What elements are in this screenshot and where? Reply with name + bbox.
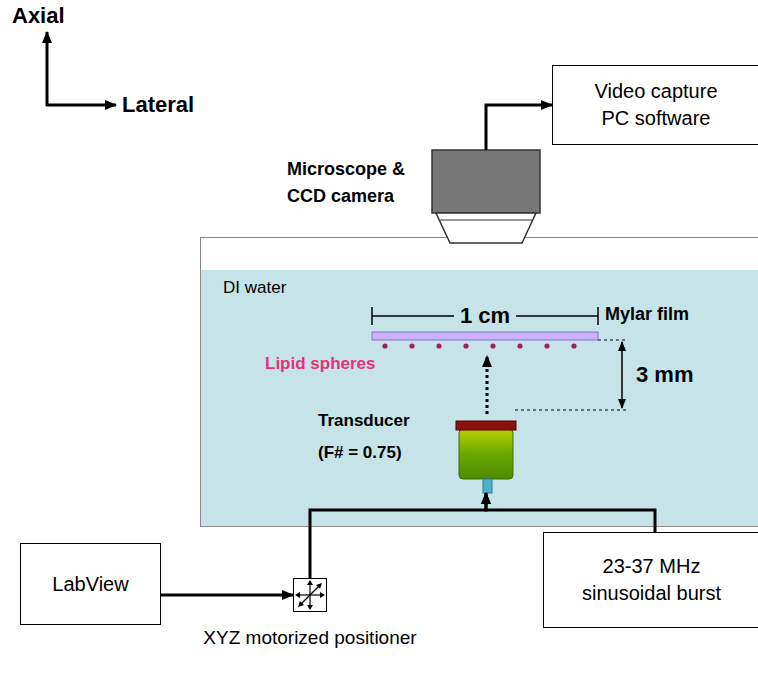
node-text: Microscope & CCD camera (287, 156, 422, 210)
node-text: LabView (28, 571, 153, 598)
labview-box: LabView (20, 543, 161, 625)
text-label: 1 cm (454, 303, 516, 329)
mylar-film (372, 332, 598, 340)
node-text: DI water (223, 278, 286, 298)
transducer-symbol: Transducer (F# = 0.75) (456, 421, 516, 493)
axis-arrows (46, 32, 116, 106)
node-text: Video capture PC software (581, 78, 731, 132)
microscope-camera (432, 150, 540, 245)
text-label: Lipid spheres (265, 354, 376, 374)
three-mm-dimension (515, 340, 626, 410)
software-box: Video capture PC software (552, 65, 758, 145)
signal-connector (310, 493, 486, 578)
camera-symbol: Microscope & CCD camera (432, 150, 540, 245)
signal-connector (161, 594, 293, 597)
node-text: XYZ motorized positioner (195, 626, 425, 651)
xyz-icon (293, 578, 327, 612)
text-label: Mylar film (605, 304, 689, 325)
signal-generator-box: 23-37 MHz sinusoidal burst (543, 532, 758, 628)
signal-connector (486, 493, 655, 532)
text-label: Lateral (122, 92, 194, 118)
ultrasound-beam-arrow (486, 356, 489, 414)
transducer-shape (456, 421, 516, 493)
lipid-spheres (382, 343, 576, 348)
text-label: Axial (12, 3, 65, 29)
node-text: Transducer (F# = 0.75) (318, 405, 430, 469)
signal-connector (486, 105, 552, 150)
text-label: 3 mm (636, 362, 693, 388)
positioner-symbol: XYZ motorized positioner (293, 578, 327, 612)
node-text: 23-37 MHz sinusoidal burst (569, 553, 734, 607)
